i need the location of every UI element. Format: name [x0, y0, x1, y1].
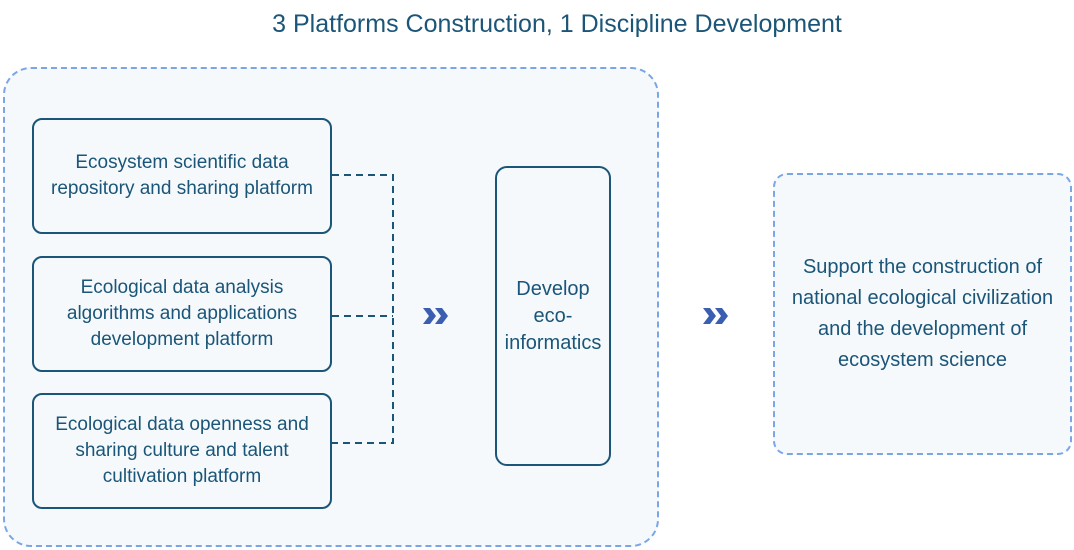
goal-box: Support the construction of national eco… — [773, 173, 1072, 455]
double-chevron-right-icon — [423, 308, 448, 324]
platform-box-openness-culture: Ecological data openness and sharing cul… — [32, 393, 332, 509]
platform-label: Ecological data analysis algorithms and … — [66, 277, 298, 350]
double-chevron-right-icon — [703, 308, 728, 324]
diagram-title: 3 Platforms Construction, 1 Discipline D… — [272, 10, 842, 38]
goal-label: Support the construction of national eco… — [791, 256, 1054, 371]
platform-label: Ecosystem scientific data repository and… — [51, 152, 313, 199]
platform-box-analysis-algorithms: Ecological data analysis algorithms and … — [32, 256, 332, 372]
bracket-connector-line — [332, 174, 394, 444]
develop-eco-informatics-box: Develop eco-informatics — [495, 166, 611, 466]
discipline-label: Develop eco-informatics — [504, 277, 602, 354]
platform-box-data-repository: Ecosystem scientific data repository and… — [32, 118, 332, 234]
platform-label: Ecological data openness and sharing cul… — [55, 414, 309, 487]
